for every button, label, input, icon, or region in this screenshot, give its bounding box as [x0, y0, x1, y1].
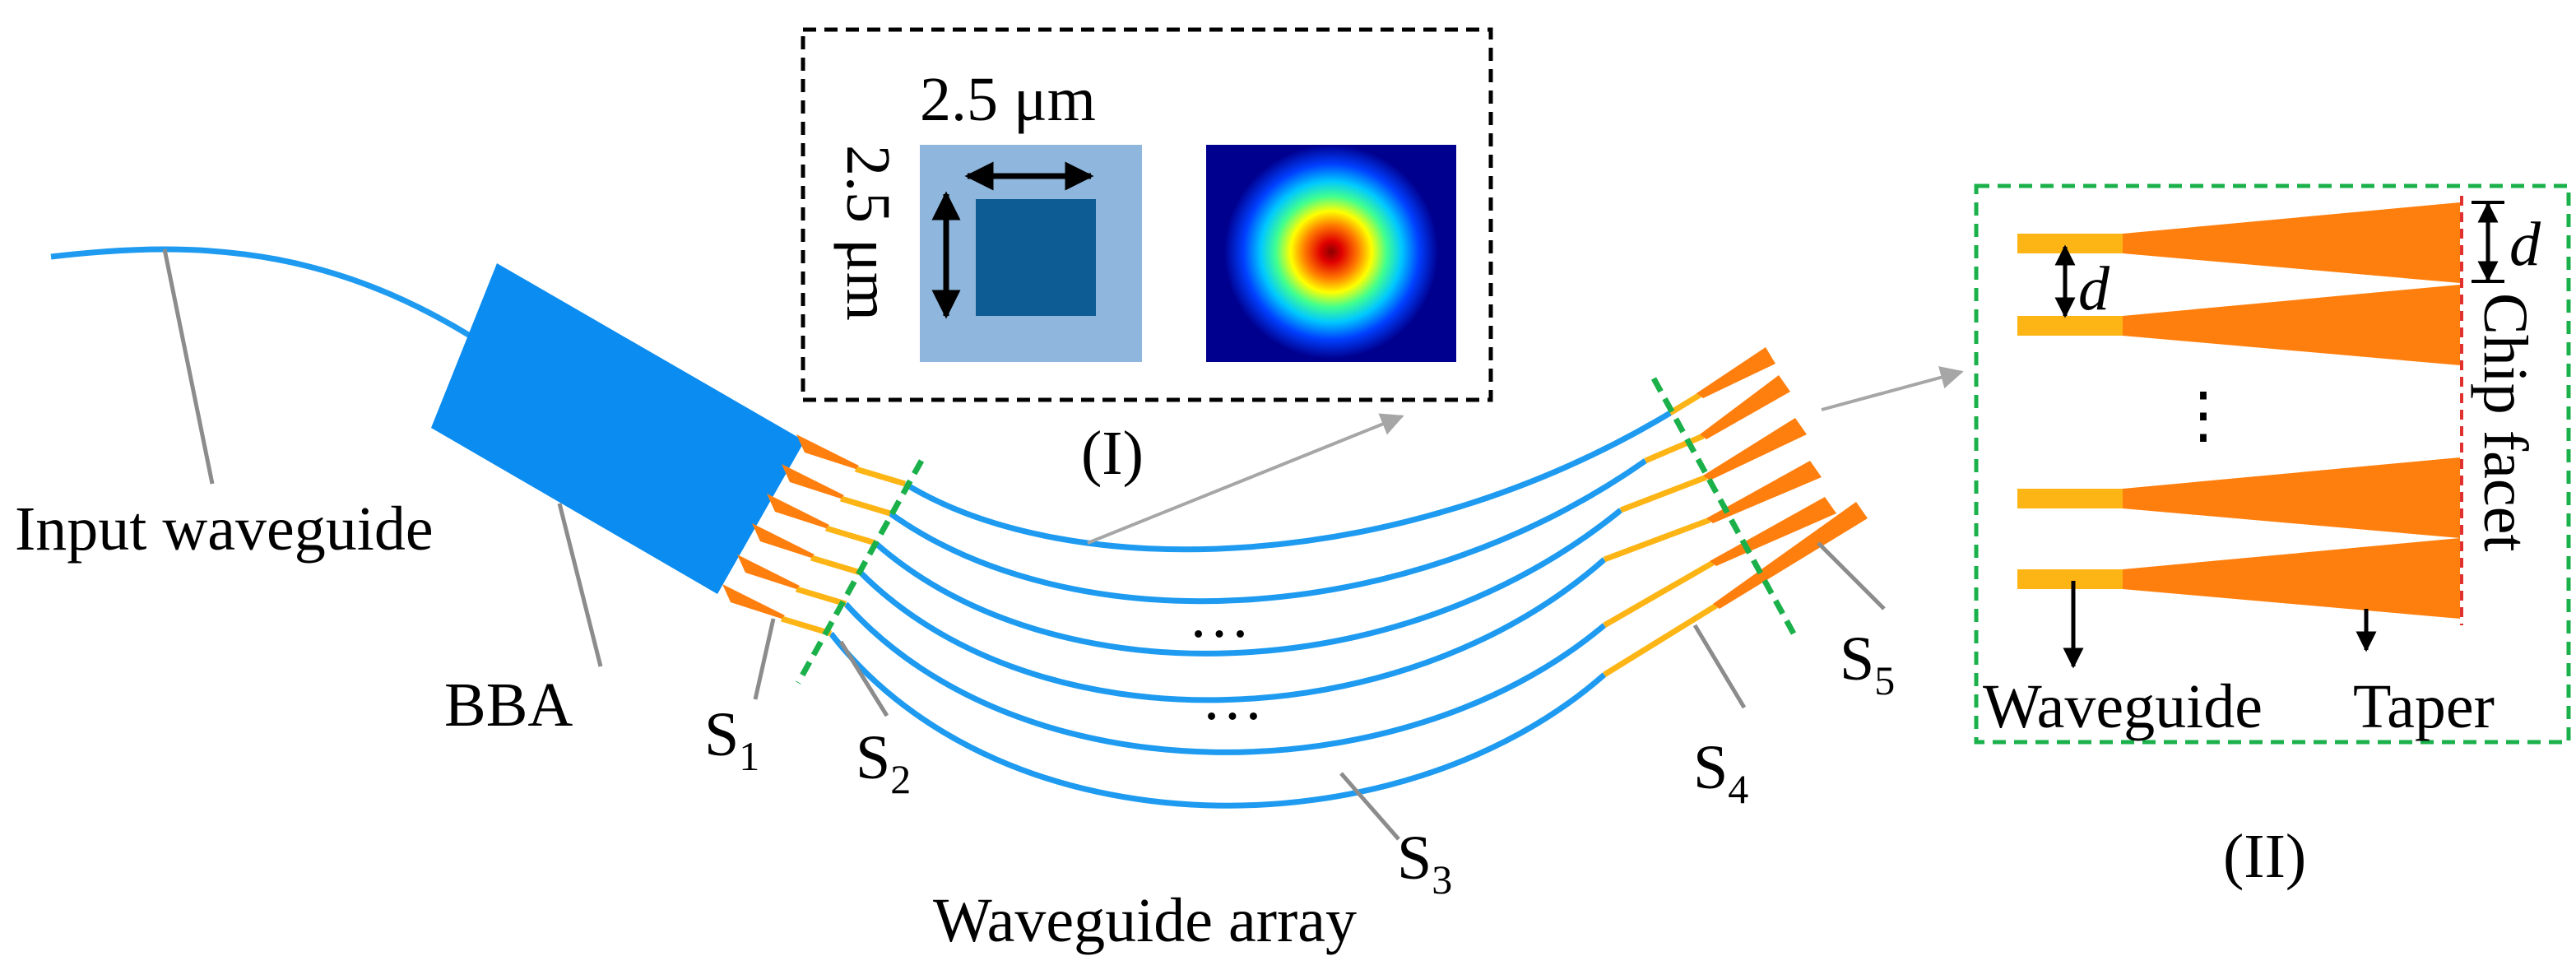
pointer-arrow-inset-2: [1821, 366, 1964, 411]
pitch-label-right: d: [2509, 210, 2541, 279]
pitch-label-left: d: [2078, 254, 2110, 323]
taper-label: Taper: [2353, 672, 2495, 741]
input-waveguide-label: Input waveguide: [15, 494, 434, 564]
inset-1-frame: [801, 27, 1493, 402]
waveguide-array: [828, 410, 1672, 809]
array-waveguide-5: [843, 601, 1607, 755]
section-marker-right: [1650, 377, 1797, 635]
array-waveguide-4: [858, 557, 1607, 703]
height-dimension-label: 2.5 μm: [833, 145, 903, 321]
waveguide-label: Waveguide: [1983, 672, 2263, 741]
left-yellow-sections: [780, 466, 907, 637]
bba-leader: [557, 503, 603, 667]
chip-facet-label: Chip facet: [2471, 293, 2540, 551]
array-waveguide-3: [873, 508, 1623, 657]
array-ellipsis-upper: …: [1188, 582, 1251, 651]
left-tapers: [722, 434, 859, 619]
section-label-s5: S5: [1840, 624, 1895, 703]
core-region: [976, 199, 1096, 316]
inset-1-tag: (I): [1081, 419, 1144, 488]
section-marker-left: [795, 459, 925, 685]
right-tapers: [1696, 347, 1868, 609]
mode-profile-image: [1206, 145, 1456, 362]
section-label-s1: S1: [704, 700, 759, 779]
inset-1-cross-section: 2.5 μm 2.5 μm (I): [801, 27, 1493, 488]
bba-label: BBA: [444, 671, 573, 740]
vertical-ellipsis: ⋮: [2172, 381, 2235, 450]
section-label-s4: S4: [1693, 733, 1748, 812]
inset-2-tapers: [2123, 202, 2460, 619]
array-waveguide-1: [903, 410, 1672, 553]
width-dimension-label: 2.5 μm: [920, 65, 1096, 134]
inset-2-frame: [1974, 183, 2571, 745]
waveguide-array-label: Waveguide array: [933, 886, 1357, 955]
pointer-arrow-inset-1: [1087, 413, 1404, 545]
input-waveguide-fiber: [50, 246, 513, 364]
array-waveguide-2: [888, 458, 1648, 605]
bba-block: [431, 263, 805, 594]
input-waveguide-leader: [162, 248, 215, 485]
right-yellow-sections: [1603, 392, 1718, 677]
inset-2-tag: (II): [2223, 822, 2306, 891]
section-label-s3: S3: [1397, 824, 1452, 903]
inset-2-output-detail: d d ⋮ Chip facet Waveguide Taper: [1974, 183, 2571, 745]
section-label-s2: S2: [856, 723, 911, 802]
array-ellipsis-lower: …: [1201, 664, 1264, 733]
section-leaders: [753, 541, 1886, 841]
array-waveguide-6: [828, 631, 1607, 809]
